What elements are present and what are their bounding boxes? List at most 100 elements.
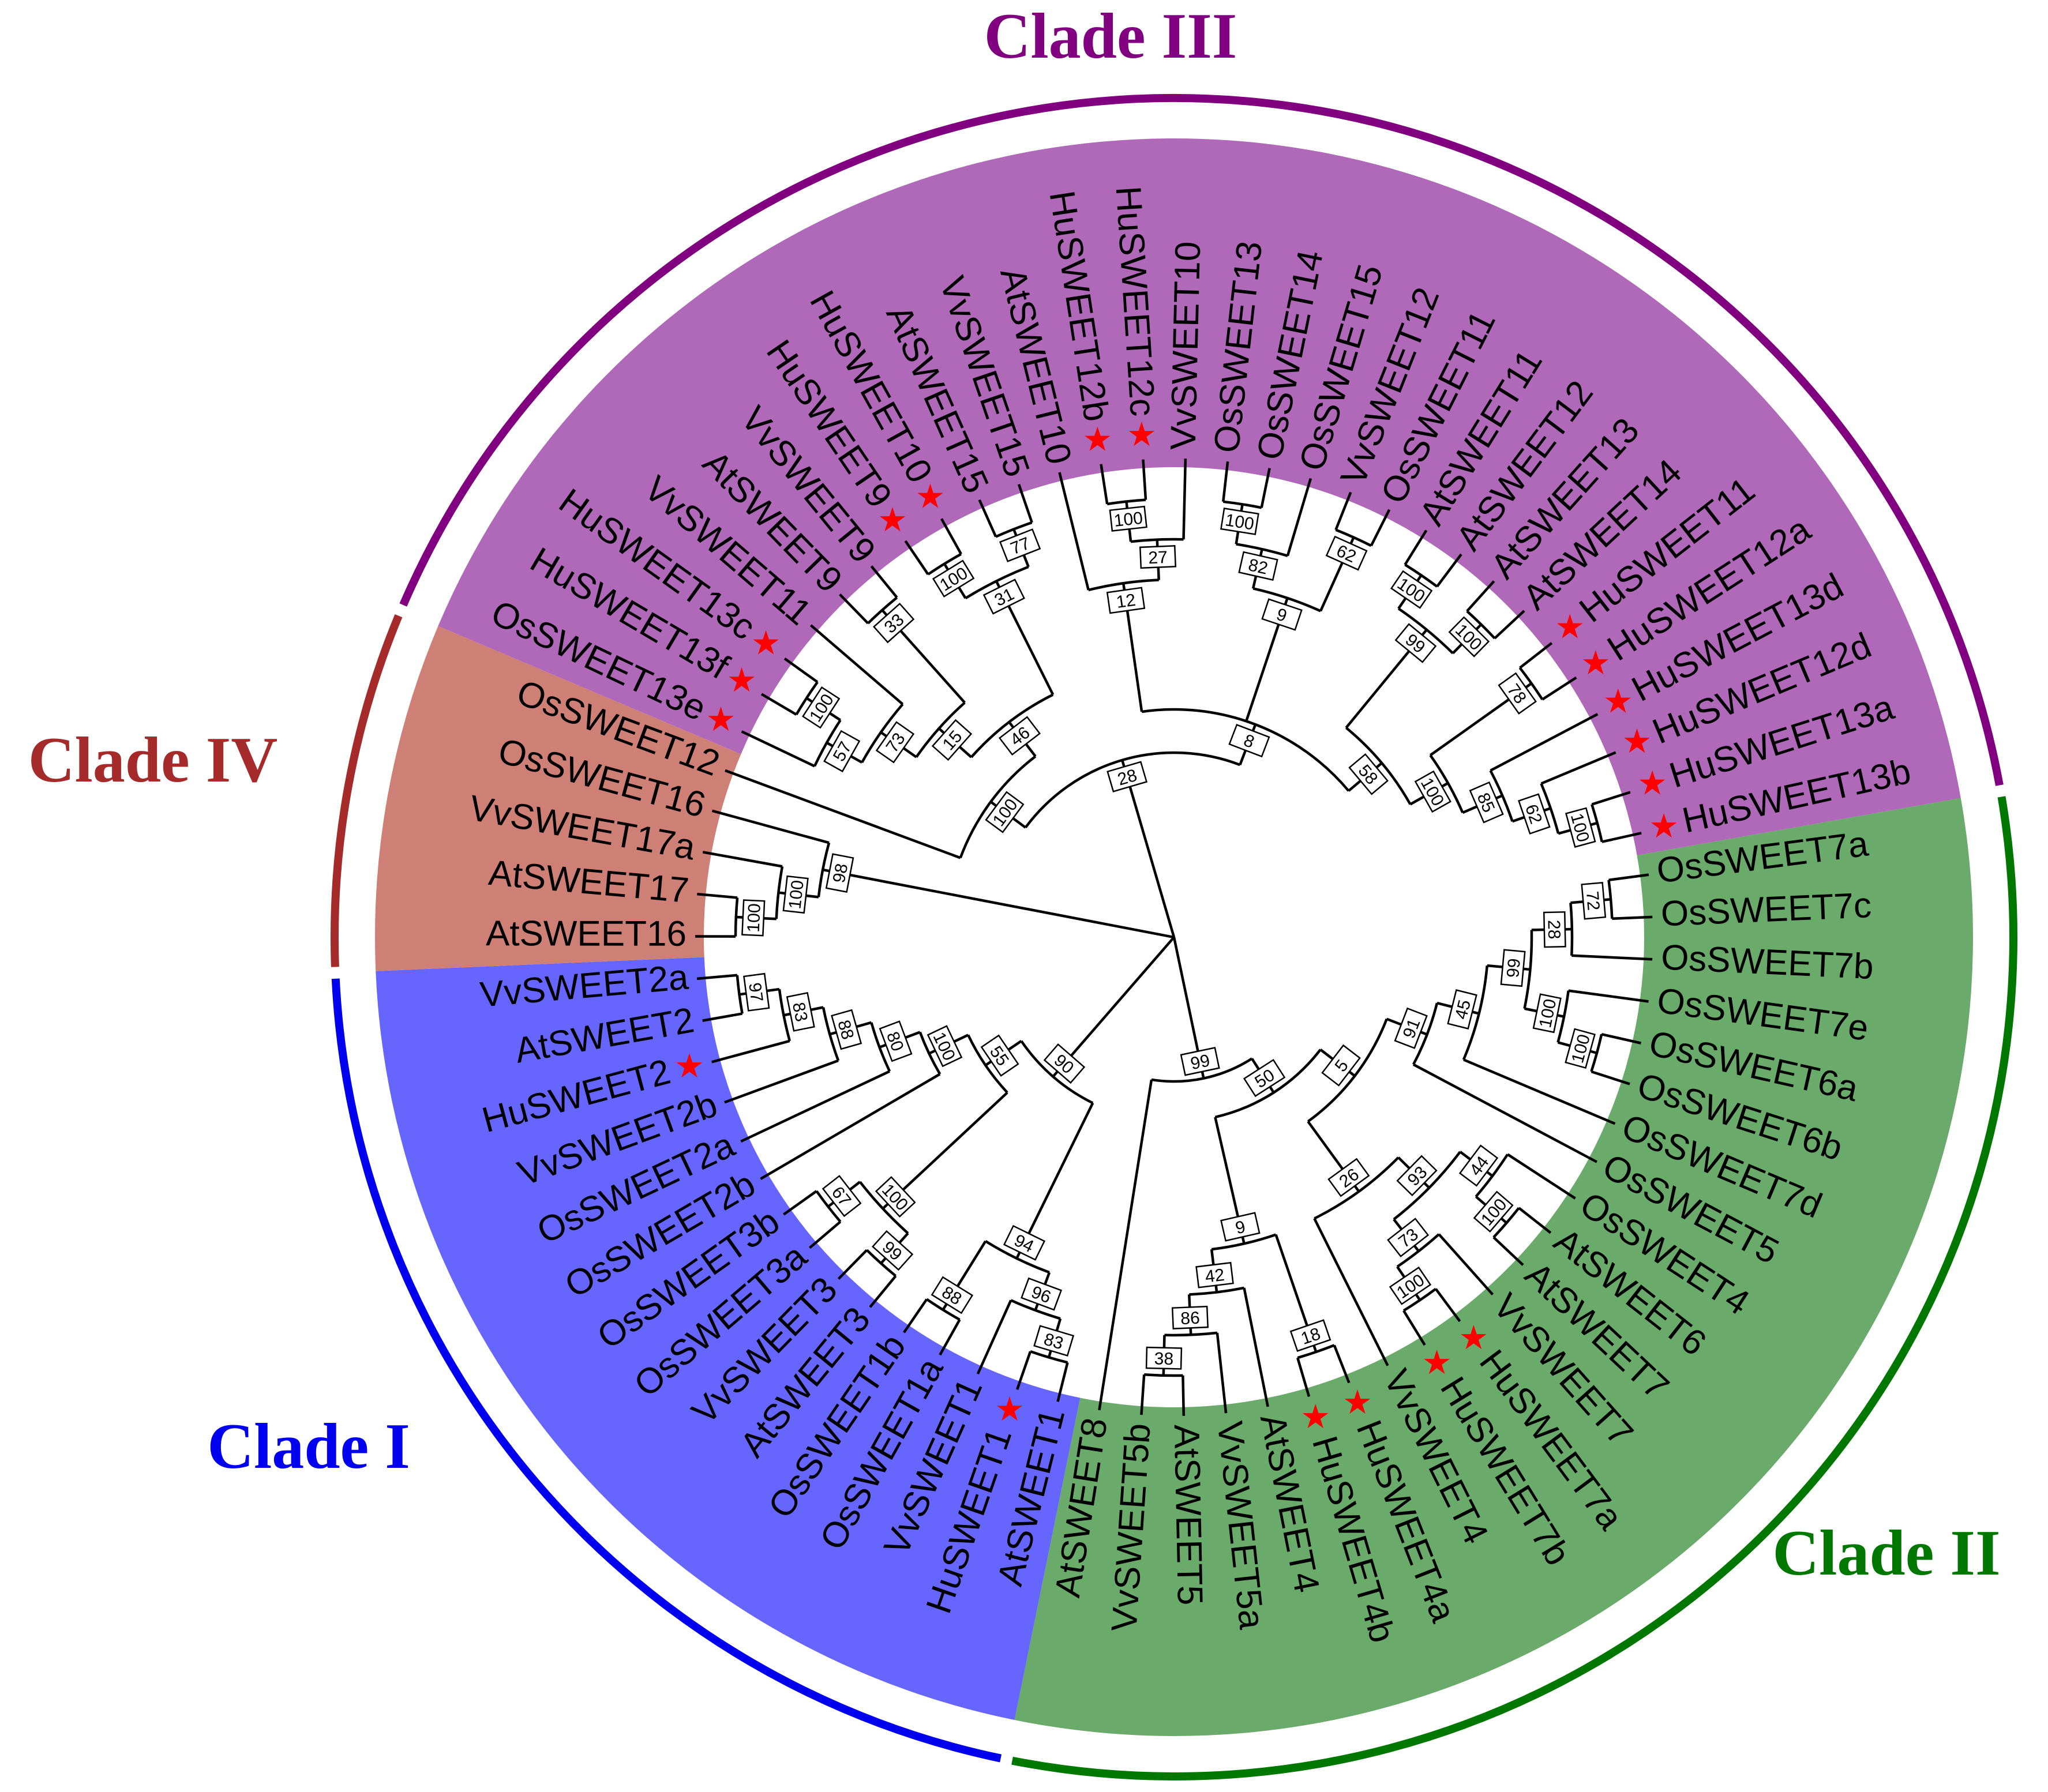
star-icon: ★ [1637,763,1667,802]
star-icon: ★ [1458,1318,1488,1357]
bootstrap-frame [1473,1190,1514,1233]
bootstrap-box: 100 [1565,1028,1596,1069]
branch-arc [1393,1151,1461,1220]
bootstrap-box: 9 [1261,598,1303,631]
branch-arc [1462,965,1489,1061]
branch-line [1098,1079,1153,1411]
bootstrap-label: 27 [1148,548,1168,568]
bootstrap-frame [1518,793,1551,835]
bootstrap-label: 42 [1204,1265,1225,1287]
star-icon: ★ [1127,415,1157,454]
branch-arc [985,1240,1050,1274]
branch-arc [778,989,792,1042]
bootstrap-box: 82 [1238,551,1278,581]
clade-bg-iv [375,626,741,971]
bootstrap-box: 78 [1498,672,1537,715]
bootstrap-label: 28 [1544,920,1564,940]
bootstrap-frame [873,603,915,644]
branch-line [837,1249,868,1280]
bootstrap-box: 86 [1171,1305,1209,1329]
bootstrap-frame [998,716,1041,756]
branch-line [869,1275,897,1308]
branch-arc [1164,1331,1218,1337]
bootstrap-box: 28 [1543,911,1566,948]
bootstrap-frame [980,1034,1019,1077]
bootstrap-frame [1180,1047,1220,1076]
branch-line [939,1318,961,1356]
bootstrap-frame [985,791,1025,833]
branch-arc [858,1181,909,1234]
star-icon: ★ [1342,1382,1372,1422]
branch-line [1463,1058,1616,1125]
branch-line [783,1190,817,1216]
branch-line [724,1059,839,1104]
branch-line [978,499,997,538]
branch-arc [1556,990,1570,1043]
bootstrap-box: 73 [875,721,915,764]
branch-arc [1010,1299,1061,1320]
bootstrap-frame [1321,1044,1361,1087]
bootstrap-box: 100 [741,899,766,937]
bootstrap-box: 80 [879,1020,913,1062]
bootstrap-frame [1348,753,1389,795]
bootstrap-box: 62 [1325,535,1368,571]
bootstrap-box: 62 [1518,793,1551,835]
branch-line [904,540,929,576]
branch-line [1436,553,1462,588]
branch-line [1434,1288,1461,1323]
branch-line [903,1298,928,1333]
branch-arc [995,521,1033,538]
bootstrap-box: 100 [927,1025,963,1068]
branch-line [1100,464,1109,505]
bootstrap-frame [1043,1043,1086,1084]
branch-line [1056,1362,1069,1402]
clade-arcs [331,94,2017,1780]
bootstrap-label: 12 [1115,591,1137,612]
bootstrap-box: 83 [786,991,815,1032]
branch-arc [815,1190,842,1223]
bootstrap-frame [1033,1325,1075,1357]
branch-arc [959,755,1037,859]
bootstrap-values: 7228100100994591100441007393265183886429… [741,505,1607,1370]
branch-line [976,1299,1012,1375]
bootstrap-frame [823,730,861,773]
bootstrap-box: 46 [998,716,1041,756]
bootstrap-frame [875,721,915,764]
branch-arc [1345,727,1412,805]
branch-arc [1141,708,1350,792]
bootstrap-box: 99 [1500,949,1526,987]
bootstrap-label: 100 [1224,510,1255,534]
bootstrap-label: 9 [1233,1218,1247,1238]
branch-line [1016,1351,1032,1390]
leaf-ossweet7b: OsSWEET7b [1660,937,1874,987]
bootstrap-frame [931,1276,974,1314]
clade-bg-iii [438,138,1961,855]
branch-arc [1397,607,1454,655]
star-icon: ★ [1603,682,1633,721]
bootstrap-box: 15 [931,719,973,761]
branch-arc [870,1022,891,1072]
star-icon: ★ [1622,722,1652,761]
branch-line [1058,472,1090,591]
branch-line [1507,1153,1576,1200]
branch-arc [1569,903,1574,956]
branch-line [783,658,819,683]
branch-arc [1106,498,1146,506]
star-icon: ★ [916,477,946,516]
bootstrap-frame [1145,1346,1183,1370]
bootstrap-box: 73 [1387,1218,1430,1258]
star-icon: ★ [877,500,907,539]
clade-titles: Clade III Clade IV Clade I Clade II [28,1,2001,1589]
bootstrap-frame [822,1175,862,1218]
branch-line [702,851,783,868]
star-icon: ★ [1082,419,1112,459]
branch-arc [1307,1018,1388,1123]
branch-line [711,809,830,844]
branch-line [1140,1374,1146,1415]
star-icon: ★ [1649,806,1679,846]
bootstrap-frame [1532,993,1562,1034]
leaf-ossweet7c: OsSWEET7c [1660,885,1873,934]
bootstrap-frame [1003,1224,1046,1261]
bootstrap-frame [932,559,975,598]
bootstrap-frame [1414,770,1451,813]
